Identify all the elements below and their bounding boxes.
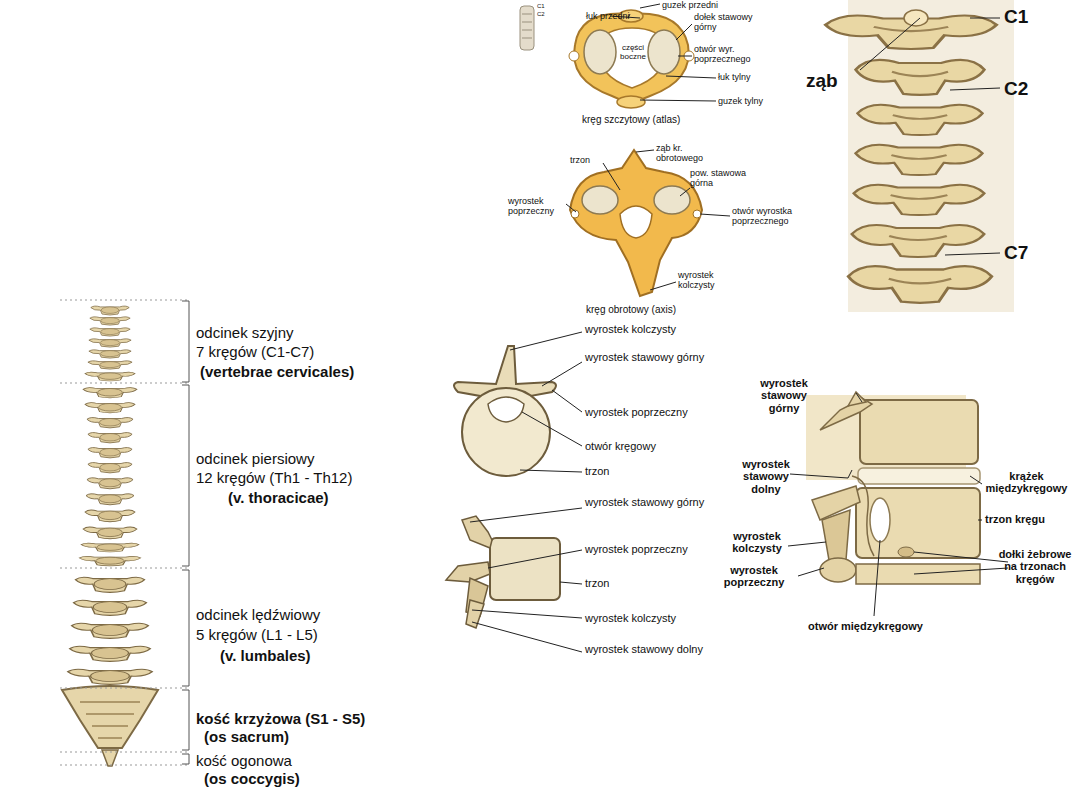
region-label: (v. lumbales): [220, 648, 311, 665]
part-label: trzon kręgu: [985, 513, 1045, 525]
part-label: C1: [537, 3, 545, 10]
region-label: kość krzyżowa (S1 - S5): [196, 711, 365, 728]
vertebra-tag: C1: [1004, 6, 1028, 27]
part-label: trzon: [570, 155, 590, 165]
part-label: otwór kręgowy: [585, 440, 656, 452]
part-label: dołki żebrowe na trzonach kręgów: [994, 548, 1076, 585]
region-label: 5 kręgów (L1 - L5): [196, 627, 318, 644]
part-label: łuk przedni: [586, 11, 630, 21]
part-label: wyrostek stawowy górny: [585, 351, 705, 363]
part-label: kręg obrotowy (axis): [586, 304, 676, 315]
atlas-drawing: [569, 10, 694, 108]
leader-lines: [470, 4, 1008, 652]
part-label: otwór międzykręgowy: [808, 620, 923, 632]
part-label: wyrostek poprzeczny: [585, 543, 688, 555]
part-label: łuk tylny: [718, 72, 751, 82]
part-label: otwór wyrostka poprzecznego: [732, 206, 804, 226]
vertebra-tag: C7: [1004, 242, 1028, 263]
part-label: wyrostek stawowy dolny: [585, 643, 705, 655]
part-label: wyrostek poprzeczny: [585, 406, 688, 418]
part-label: wyrostek kolczysty: [585, 612, 676, 624]
region-label: (vertebrae cervicales): [200, 364, 354, 381]
spine-column: [62, 306, 158, 766]
part-label: trzon: [585, 577, 609, 589]
part-label: wyrostek stawowy górny: [585, 496, 705, 508]
region-brackets: [60, 300, 190, 765]
region-label: kość ogonowa: [196, 753, 292, 770]
vertebra-side-view: [446, 516, 560, 628]
part-label: dołek stawowy górny: [694, 12, 766, 32]
part-label: trzon: [585, 465, 609, 477]
part-label: wyrostek stawowy dolny: [734, 458, 798, 495]
region-label: (v. thoracicae): [228, 490, 329, 507]
cervical-column: [825, 0, 1014, 312]
part-label: guzek tylny: [718, 96, 763, 106]
segment-lateral-view: [806, 392, 980, 584]
region-label: odcinek piersiowy: [196, 451, 314, 468]
part-label: C2: [537, 11, 545, 18]
part-label: krążek międzykręgowy: [978, 470, 1075, 495]
part-label: wyrostek stawowy górny: [752, 377, 816, 414]
region-label: (os sacrum): [204, 729, 289, 746]
vertebra-tag: ząb: [806, 70, 838, 91]
region-label: odcinek lędźwiowy: [196, 607, 320, 624]
part-label: wyrostek kolczysty: [585, 323, 676, 335]
mini-spine: [520, 6, 534, 50]
part-label: kręg szczytowy (atlas): [582, 114, 680, 125]
part-label: wyrostek poprzeczny: [712, 564, 796, 589]
part-label: wyrostek poprzeczny: [508, 196, 566, 216]
part-label: wyrostek kolczysty: [678, 270, 730, 290]
region-label: odcinek szyjny: [196, 325, 294, 342]
vertebra-tag: C2: [1004, 78, 1028, 99]
region-label: 12 kręgów (Th1 - Th12): [196, 470, 352, 487]
part-label: ząb kr. obrotowego: [656, 143, 718, 163]
vertebra-top-view: [454, 346, 556, 476]
part-label: guzek przedni: [662, 0, 718, 10]
part-label: pow. stawowa górna: [690, 168, 752, 188]
part-label: otwór wyr. poprzecznego: [694, 44, 774, 64]
region-label: 7 kręgów (C1-C7): [196, 344, 314, 361]
part-label: wyrostek kolczysty: [728, 530, 786, 555]
region-label: (os coccygis): [204, 771, 300, 788]
part-label: części boczne: [616, 44, 650, 62]
